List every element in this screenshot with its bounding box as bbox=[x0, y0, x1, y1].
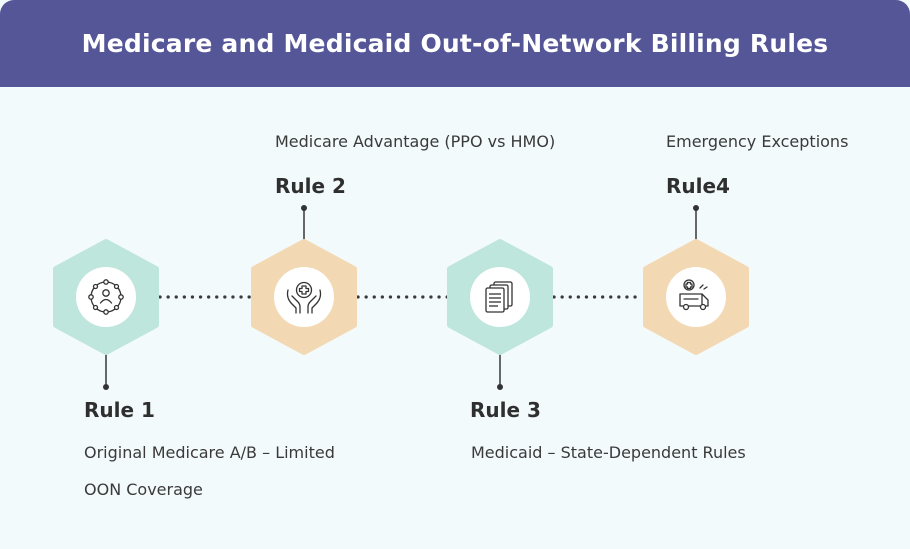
rule-1-title: Rule 1 bbox=[84, 398, 155, 422]
ambulance-icon bbox=[679, 279, 709, 311]
documents-icon bbox=[485, 281, 513, 313]
rule-2-description: Medicare Advantage (PPO vs HMO) bbox=[275, 123, 555, 160]
icon-circle-rule-4 bbox=[666, 267, 726, 327]
rule-4-desc-line-1: Emergency Exceptions bbox=[666, 132, 849, 151]
page-title: Medicare and Medicaid Out-of-Network Bil… bbox=[81, 29, 829, 58]
diagram-canvas: Medicare Advantage (PPO vs HMO) Rule 2 E… bbox=[0, 87, 910, 549]
pin-rule-1 bbox=[103, 352, 109, 390]
header-banner: Medicare and Medicaid Out-of-Network Bil… bbox=[0, 0, 910, 87]
rule-3-title: Rule 3 bbox=[470, 398, 541, 422]
pin-rule-2 bbox=[301, 205, 307, 240]
people-network-icon bbox=[88, 279, 124, 315]
rule-4-description: Emergency Exceptions bbox=[666, 123, 848, 160]
rule-4-title: Rule4 bbox=[666, 174, 730, 198]
pin-rule-4 bbox=[693, 205, 699, 240]
rule-1-desc-line-1: Original Medicare A/B – Limited bbox=[84, 443, 335, 462]
rule-2-desc-line-1: Medicare Advantage (PPO vs HMO) bbox=[275, 132, 556, 151]
rule-3-desc-line-1: Medicaid – State-Dependent Rules bbox=[471, 443, 746, 462]
hands-medical-cross-icon bbox=[286, 281, 322, 314]
diagram-graphics bbox=[53, 205, 749, 390]
pin-rule-3 bbox=[497, 352, 503, 390]
rule-2-title: Rule 2 bbox=[275, 174, 346, 198]
rule-1-desc-line-2: OON Coverage bbox=[84, 480, 203, 499]
rule-1-description: Original Medicare A/B – Limited OON Cove… bbox=[84, 434, 335, 508]
rule-3-description: Medicaid – State-Dependent Rules bbox=[471, 434, 746, 471]
icon-circle-rule-1 bbox=[76, 267, 136, 327]
